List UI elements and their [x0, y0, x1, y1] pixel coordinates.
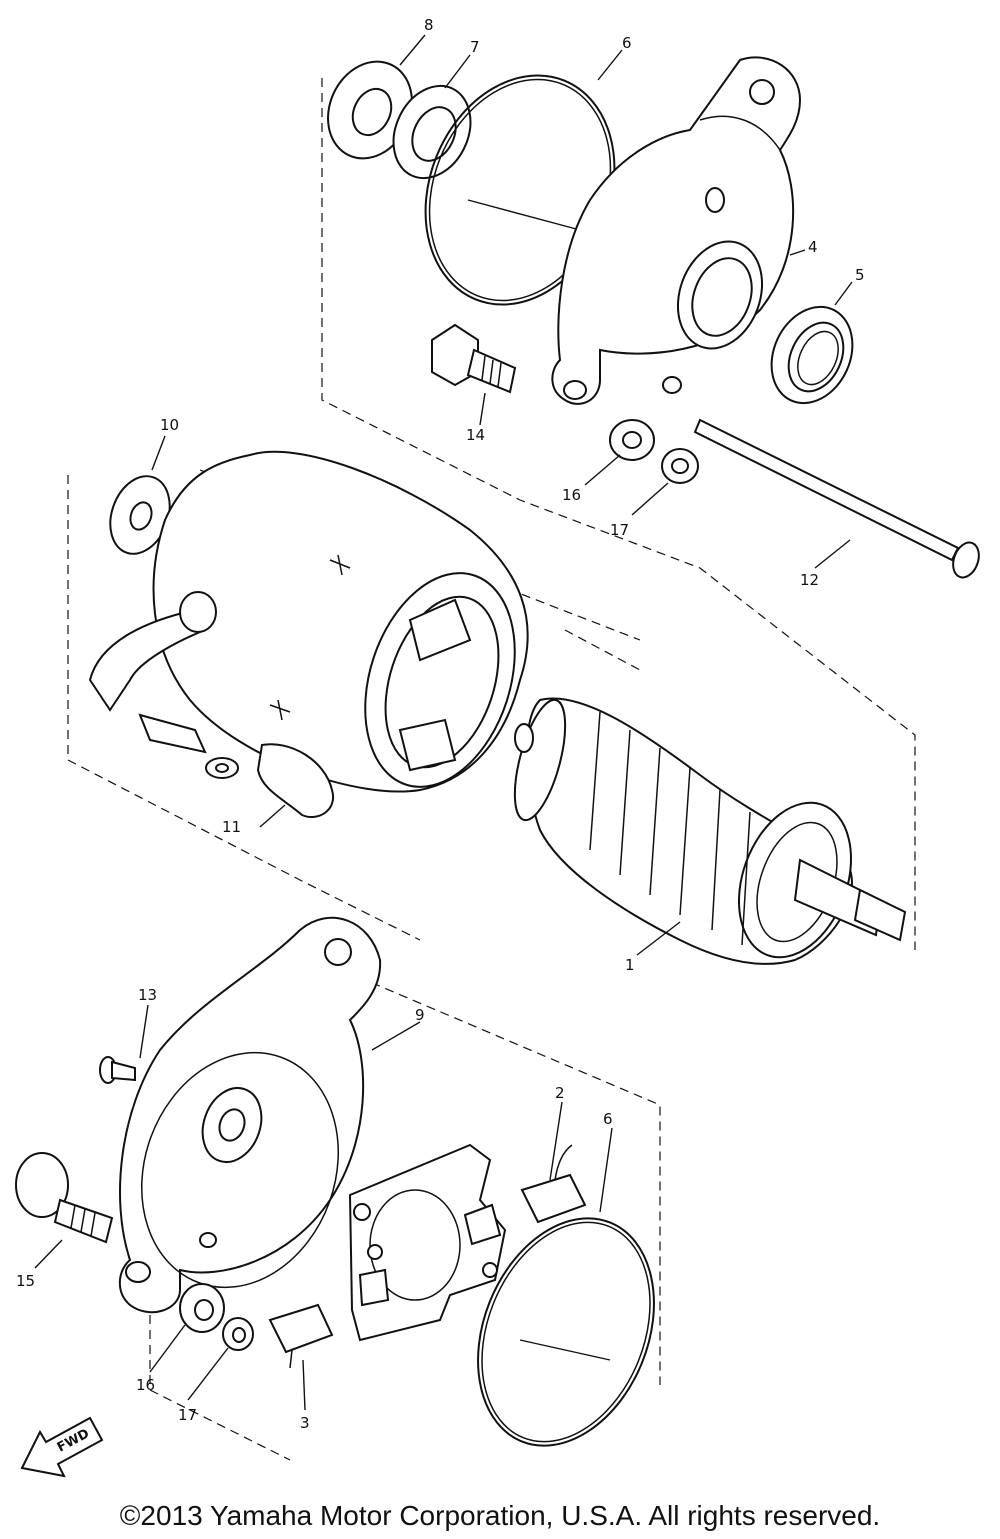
front-end-cover-4 — [551, 56, 802, 405]
part-number-10: 10 — [160, 416, 179, 434]
part-number-17-bottom: 17 — [178, 1406, 197, 1424]
part-number-16-top: 16 — [562, 486, 581, 504]
exploded-parts-diagram: FWD 8 7 6 4 5 10 14 16 17 12 11 — [15, 16, 980, 1478]
brush-2 — [520, 1144, 587, 1224]
washer-8 — [327, 60, 413, 160]
through-bolt-12 — [693, 418, 980, 579]
brush-3 — [268, 1303, 334, 1369]
part-number-15: 15 — [16, 1272, 35, 1290]
part-number-6-top: 6 — [622, 34, 632, 52]
part-number-2: 2 — [555, 1084, 565, 1102]
part-number-1: 1 — [625, 956, 635, 974]
part-number-16-bottom: 16 — [136, 1376, 155, 1394]
part-number-9: 9 — [415, 1006, 425, 1024]
part-number-3: 3 — [300, 1414, 310, 1432]
part-number-17-top: 17 — [610, 521, 629, 539]
oil-seal-5 — [770, 305, 854, 405]
armature-1 — [513, 697, 907, 965]
part-number-6-bottom: 6 — [603, 1110, 613, 1128]
callout-leaders — [34, 34, 853, 1411]
bolt-15 — [15, 1152, 114, 1244]
yoke-stator-housing — [88, 450, 529, 793]
rear-end-cover-9 — [118, 916, 382, 1314]
copyright-notice: ©2013 Yamaha Motor Corporation, U.S.A. A… — [119, 1500, 881, 1531]
washer-7 — [392, 84, 472, 180]
bolt-14 — [431, 323, 517, 394]
part-number-11: 11 — [222, 818, 241, 836]
part-number-7: 7 — [470, 38, 480, 56]
part-number-8: 8 — [424, 16, 434, 34]
part-number-13: 13 — [138, 986, 157, 1004]
part-number-14: 14 — [466, 426, 485, 444]
part-number-5: 5 — [855, 266, 865, 284]
part-number-labels: 8 7 6 4 5 10 14 16 17 12 11 1 13 9 2 6 1… — [16, 16, 865, 1432]
fwd-arrow-icon: FWD — [20, 1416, 104, 1478]
washer-16-top — [609, 419, 655, 461]
screw-13 — [99, 1056, 136, 1084]
brush-holder-plate — [348, 1143, 507, 1342]
part-number-12: 12 — [800, 571, 819, 589]
o-ring-6-bottom — [477, 1217, 655, 1447]
washer-16-bottom — [179, 1283, 225, 1333]
part-number-4: 4 — [808, 238, 818, 256]
lock-washer-17-bottom — [222, 1317, 254, 1351]
cap-boot-11 — [256, 743, 335, 818]
washer-10 — [109, 475, 171, 555]
lock-washer-17-top — [661, 448, 699, 484]
